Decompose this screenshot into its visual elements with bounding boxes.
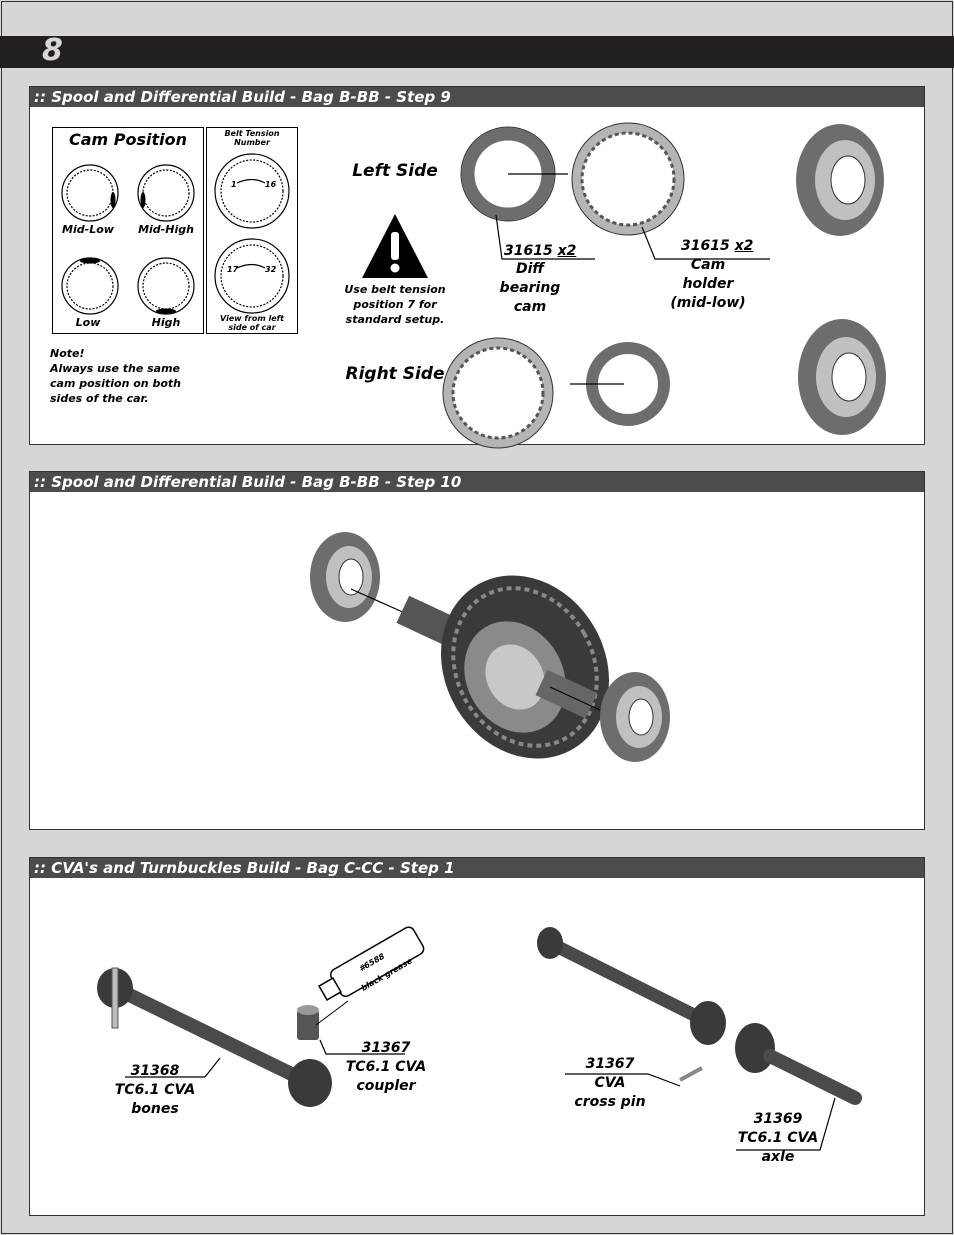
cam-label-high: High (151, 316, 181, 329)
note-title: Note! (50, 347, 85, 360)
part-31615-cam-desc-3: cam (513, 299, 547, 315)
page-header-bar (0, 36, 954, 68)
differential-assembly-illustration (310, 532, 670, 762)
belt-footer: View from left side of car (220, 314, 284, 332)
page-number: 8 (42, 33, 63, 68)
bones-desc-1: TC6.1 CVA (114, 1082, 196, 1098)
cam-position-box: Cam Position Mid-Low Mid-High Low High (52, 127, 204, 334)
step1-panel: :: CVA's and Turnbuckles Build - Bag C-C… (29, 857, 925, 1216)
belt-ring-icons (214, 153, 290, 314)
step10-title: :: Spool and Differential Build - Bag B-… (30, 472, 924, 492)
part-31615-cam-desc-2: bearing (499, 280, 561, 296)
part-31615-holder-desc-3: (mid-low) (670, 295, 746, 311)
part-number: 31615 (681, 238, 730, 254)
belt-num-1: 1 (231, 180, 237, 189)
pin-desc-2: cross pin (574, 1094, 646, 1110)
part-31615-cam-number: 31615 x2 (504, 243, 576, 259)
coupler-desc-2: coupler (356, 1078, 416, 1094)
step10-panel: :: Spool and Differential Build - Bag B-… (29, 471, 925, 830)
axle-desc-2: axle (761, 1149, 795, 1165)
bones-desc-2: bones (131, 1101, 179, 1117)
coupler-desc-1: TC6.1 CVA (345, 1059, 427, 1075)
warning-line-2: position 7 for (353, 298, 437, 311)
coupler-number: 31367 (361, 1040, 411, 1056)
cam-label-low: Low (75, 316, 101, 329)
belt-num-32: 32 (265, 265, 277, 274)
part-31615-holder-desc-2: holder (682, 276, 734, 292)
pin-number: 31367 (585, 1056, 635, 1072)
part-number: 31615 (504, 243, 553, 259)
note-line-1: Always use the same (50, 362, 181, 375)
part-31615-holder-number: 31615 x2 (681, 238, 753, 254)
warning-line-3: standard setup. (345, 313, 445, 326)
step9-panel: :: Spool and Differential Build - Bag B-… (29, 86, 925, 449)
belt-tension-title: Belt Tension Number (224, 129, 280, 147)
belt-num-16: 16 (265, 180, 277, 189)
bones-number: 31368 (130, 1063, 180, 1079)
left-side-label: Left Side (352, 161, 438, 181)
cam-label-mid-high: Mid-High (138, 223, 194, 236)
belt-num-17: 17 (227, 265, 239, 274)
belt-tension-box: Belt Tension Number 1 16 17 32 View from… (206, 127, 298, 334)
step9-parts-illustration (442, 122, 886, 449)
step1-title: :: CVA's and Turnbuckles Build - Bag C-C… (30, 858, 924, 878)
axle-number: 31369 (753, 1111, 803, 1127)
cam-position-title: Cam Position (68, 130, 188, 149)
right-side-label: Right Side (345, 364, 445, 384)
note-line-2: cam position on both (50, 377, 181, 390)
cam-label-mid-low: Mid-Low (62, 223, 114, 236)
step9-title: :: Spool and Differential Build - Bag B-… (30, 87, 924, 107)
part-qty: x2 (734, 238, 754, 254)
axle-desc-1: TC6.1 CVA (737, 1130, 819, 1146)
note-line-3: sides of the car. (50, 392, 149, 405)
part-31615-holder-desc-1: Cam (690, 257, 726, 273)
pin-desc-1: CVA (594, 1075, 626, 1091)
warning-line-1: Use belt tension (344, 283, 446, 296)
part-qty: x2 (557, 243, 577, 259)
cam-ring-icons (61, 164, 195, 315)
warning-icon (362, 214, 428, 278)
part-31615-cam-desc-1: Diff (515, 261, 545, 277)
cva-parts-illustration (97, 926, 862, 1151)
